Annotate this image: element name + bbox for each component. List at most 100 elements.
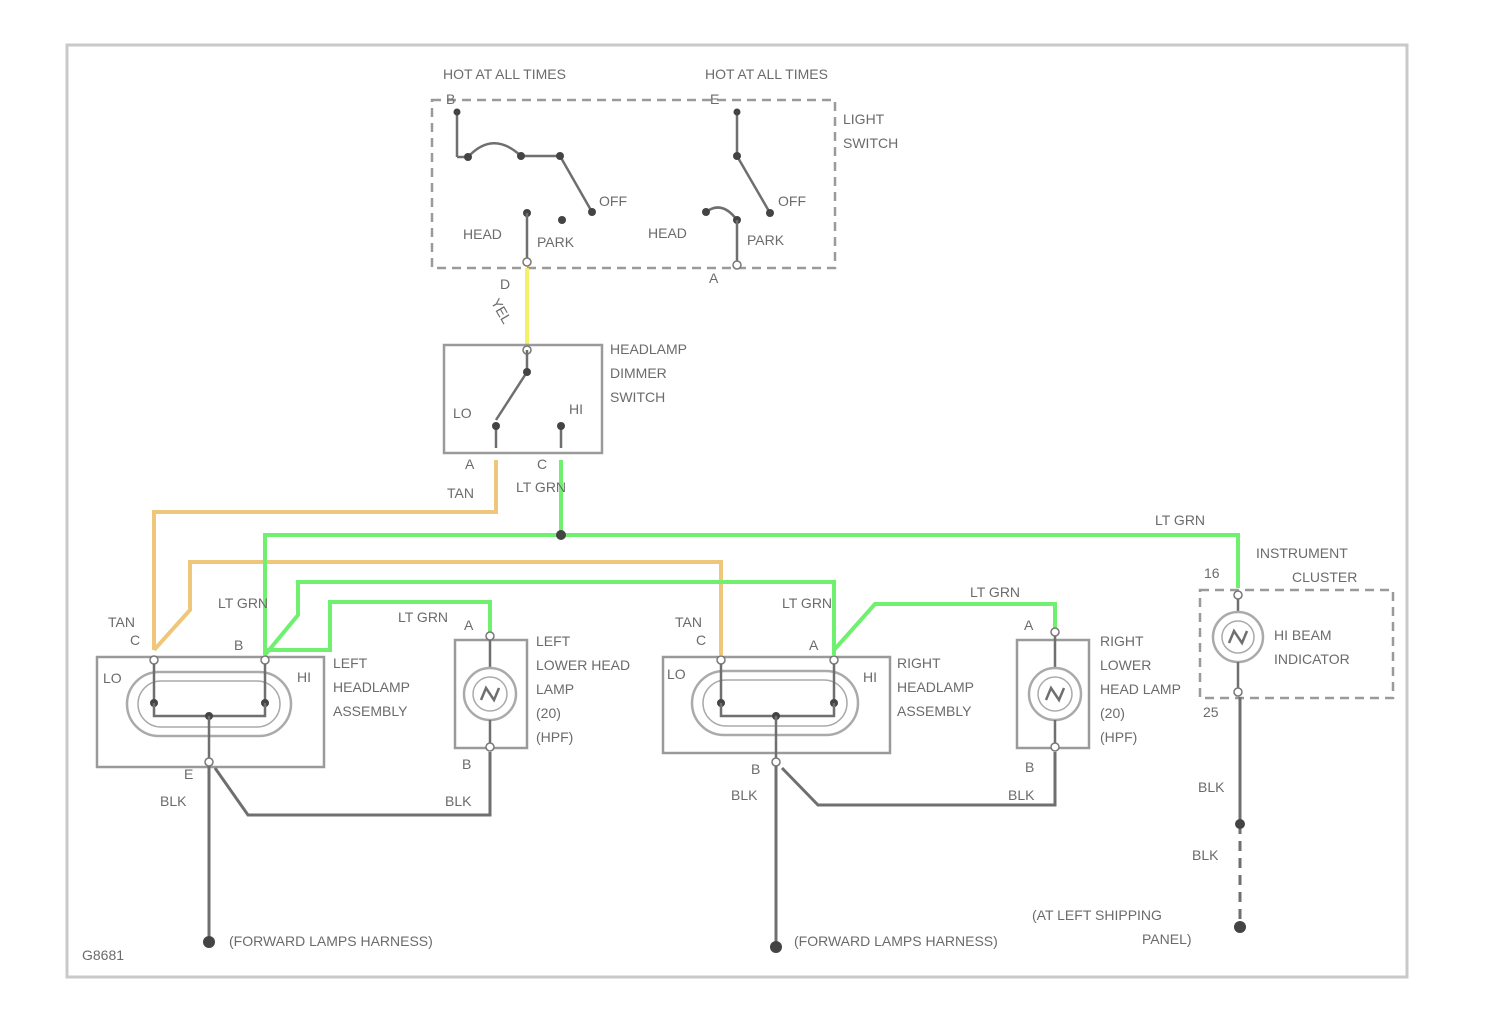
right-lower-lamp-name-line: LOWER: [1100, 657, 1151, 673]
pin-label: C: [696, 632, 706, 648]
right-lower-lamp-name-line: RIGHT: [1100, 633, 1144, 649]
left-lower-lamp-name: LEFT LOWER HEAD LAMP (20) (HPF): [536, 633, 634, 745]
dimmer-lo: LO: [453, 405, 472, 421]
right-lower-lamp-name: RIGHT LOWER HEAD LAMP (20) (HPF): [1100, 633, 1185, 745]
wire-ltgrn-main: [561, 460, 1238, 588]
light-switch-name: LIGHT SWITCH: [843, 111, 898, 151]
pin-label: B: [446, 91, 455, 107]
headlamp-dimmer-switch: LO HI A C HEADLAMP DIMMER SWITCH: [444, 341, 691, 472]
wire-ltgrn-right-lower: [834, 604, 1055, 650]
wire-label-tan: TAN: [108, 614, 135, 630]
light-switch-name-line: SWITCH: [843, 135, 898, 151]
wire-label-ltgrn: LT GRN: [970, 584, 1020, 600]
left-headlamp-name-line: HEADLAMP: [333, 679, 410, 695]
wire-label-ltgrn: LT GRN: [398, 609, 448, 625]
ground-label-right: (AT LEFT SHIPPING PANEL): [1032, 907, 1192, 947]
switch-pos-off: OFF: [599, 193, 627, 209]
dimmer-switch-box: [444, 345, 602, 453]
left-headlamp-name: LEFT HEADLAMP ASSEMBLY: [333, 655, 414, 719]
dimmer-switch-name: HEADLAMP DIMMER SWITCH: [610, 341, 691, 405]
pin-label: C: [537, 456, 547, 472]
pin-label: A: [1024, 617, 1034, 633]
right-lower-lamp-name-line: (20): [1100, 705, 1125, 721]
hi-beam-indicator-label: HI BEAM INDICATOR: [1274, 627, 1350, 667]
right-lower-lamp-name-line: HEAD LAMP: [1100, 681, 1181, 697]
ground-label-right-line: PANEL): [1142, 931, 1192, 947]
right-headlamp-name-line: RIGHT: [897, 655, 941, 671]
left-headlamp-assembly: LO HI C B E LEFT HEADLAMP ASSEMBLY: [97, 632, 414, 782]
hot-label-left: HOT AT ALL TIMES: [443, 66, 566, 82]
instrument-cluster-name: INSTRUMENT CLUSTER: [1256, 545, 1357, 585]
left-lower-head-lamp: A B LEFT LOWER HEAD LAMP (20) (HPF): [455, 617, 634, 772]
instrument-cluster: 16 25 INSTRUMENT CLUSTER HI BEAM INDICAT…: [1200, 545, 1393, 720]
dimmer-switch-name-line: SWITCH: [610, 389, 665, 405]
right-headlamp-name-line: HEADLAMP: [897, 679, 974, 695]
pin-label: E: [184, 766, 193, 782]
ground-label-center: (FORWARD LAMPS HARNESS): [794, 933, 998, 949]
pin-label: A: [709, 270, 719, 286]
figure-id: G8681: [82, 947, 124, 963]
pin-label: C: [130, 632, 140, 648]
dimmer-switch-name-line: HEADLAMP: [610, 341, 687, 357]
headlamp-hi: HI: [297, 669, 311, 685]
wire-ltgrn-left-hi: [265, 535, 561, 655]
dimmer-hi: HI: [569, 401, 583, 417]
right-headlamp-name-line: ASSEMBLY: [897, 703, 972, 719]
wire-label-blk: BLK: [1192, 847, 1219, 863]
pin-label: D: [500, 276, 510, 292]
wire-label-ltgrn: LT GRN: [1155, 512, 1205, 528]
pin-label: 16: [1204, 565, 1220, 581]
ground-point-center: [770, 941, 782, 953]
wire-label-tan: TAN: [447, 485, 474, 501]
switch-pos-park: PARK: [537, 234, 575, 250]
ground-label-left: (FORWARD LAMPS HARNESS): [229, 933, 433, 949]
switch-pos-head: HEAD: [648, 225, 687, 241]
wire-label-blk: BLK: [731, 787, 758, 803]
hi-beam-indicator-label-line: HI BEAM: [1274, 627, 1332, 643]
wire-label-blk: BLK: [1198, 779, 1225, 795]
right-lower-lamp-name-line: (HPF): [1100, 729, 1137, 745]
left-lower-lamp-name-line: LEFT: [536, 633, 571, 649]
pin-label: B: [234, 637, 243, 653]
wire-label-blk: BLK: [445, 793, 472, 809]
light-switch-name-line: LIGHT: [843, 111, 885, 127]
hi-beam-indicator-label-line: INDICATOR: [1274, 651, 1350, 667]
pin-label: B: [1025, 759, 1034, 775]
pin-label: A: [464, 617, 474, 633]
pin-label: A: [465, 456, 475, 472]
wire-label-tan: TAN: [675, 614, 702, 630]
instrument-cluster-name-line: INSTRUMENT: [1256, 545, 1348, 561]
wire-label-ltgrn: LT GRN: [782, 595, 832, 611]
left-lower-lamp-name-line: (20): [536, 705, 561, 721]
wire-label-blk: BLK: [1008, 787, 1035, 803]
pin-label: 25: [1203, 704, 1219, 720]
splice: [556, 530, 566, 540]
pin-label: B: [462, 756, 471, 772]
light-switch: HOT AT ALL TIMES HOT AT ALL TIMES B E LI…: [432, 66, 898, 292]
pin-label: B: [751, 761, 760, 777]
wire-label-ltgrn: LT GRN: [516, 479, 566, 495]
left-headlamp-name-line: ASSEMBLY: [333, 703, 408, 719]
pin-label: E: [710, 91, 719, 107]
right-headlamp-name: RIGHT HEADLAMP ASSEMBLY: [897, 655, 978, 719]
headlamp-hi: HI: [863, 669, 877, 685]
hot-label-right: HOT AT ALL TIMES: [705, 66, 828, 82]
ground-point-right: [1234, 921, 1246, 933]
right-headlamp-assembly: LO HI C A B RIGHT HEADLAMP ASSEMBLY: [663, 632, 978, 777]
wire-label-blk: BLK: [160, 793, 187, 809]
switch-pos-head: HEAD: [463, 226, 502, 242]
left-lower-lamp-name-line: LOWER HEAD: [536, 657, 630, 673]
wire-label-yel: YEL: [488, 295, 515, 326]
wire-label-ltgrn-line: LT GRN: [516, 479, 566, 495]
switch-pos-park: PARK: [747, 232, 785, 248]
left-lower-lamp-name-line: (HPF): [536, 729, 573, 745]
headlamp-lo: LO: [103, 670, 122, 686]
ground-point-left: [203, 936, 215, 948]
dimmer-switch-name-line: DIMMER: [610, 365, 667, 381]
instrument-cluster-name-line: CLUSTER: [1292, 569, 1357, 585]
headlamp-lo: LO: [667, 666, 686, 682]
instrument-cluster-outline: [1200, 590, 1393, 698]
wire-label-ltgrn: LT GRN: [218, 595, 268, 611]
